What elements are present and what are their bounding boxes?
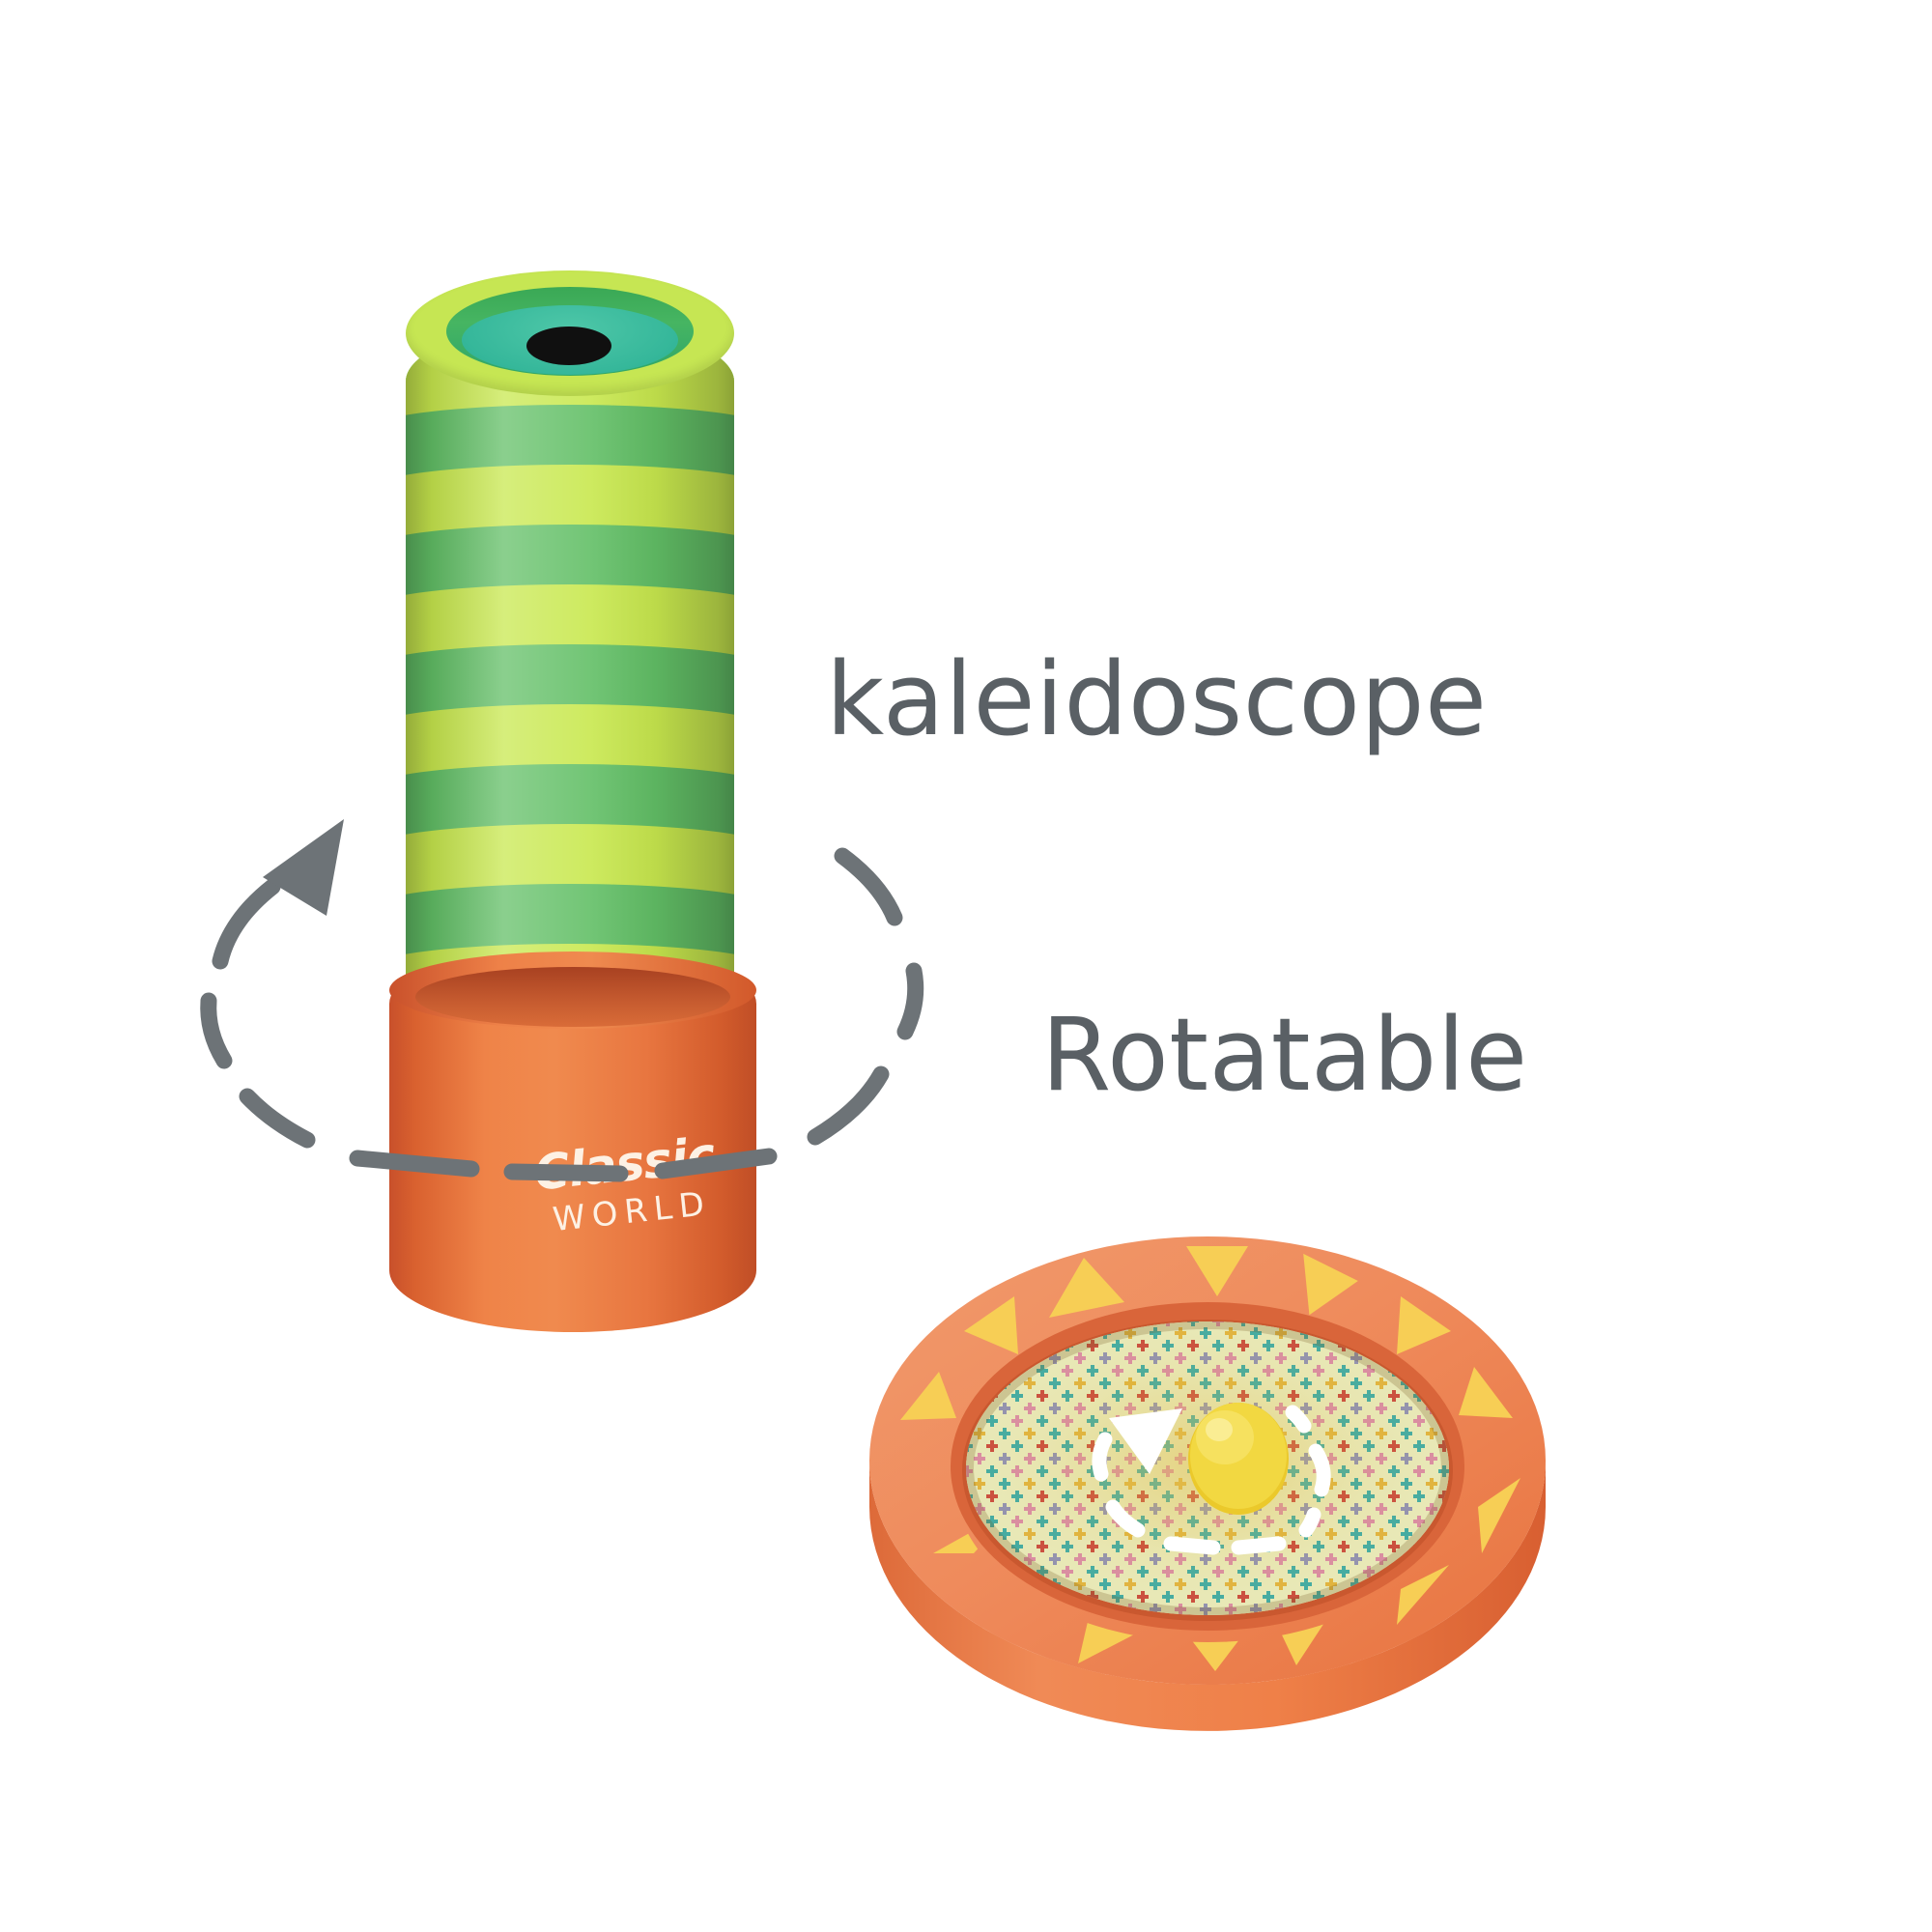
base-cavity <box>415 967 730 1027</box>
rotation-dash <box>834 847 903 926</box>
brand-logo: Classic WORLD <box>531 1127 721 1240</box>
rotation-dash <box>200 992 233 1069</box>
peephole-icon[interactable] <box>526 327 611 365</box>
rotation-dash <box>896 962 924 1040</box>
eyepiece-rim <box>406 270 734 396</box>
disc-rotation-arrow-icon <box>1092 1405 1331 1555</box>
rotation-dash <box>807 1065 890 1146</box>
label-kaleidoscope: kaleidoscope <box>826 640 1488 758</box>
rotation-dash <box>212 878 281 970</box>
label-rotatable: Rotatable <box>1041 996 1528 1114</box>
rotation-dash <box>239 1088 316 1149</box>
rotatable-disc[interactable] <box>860 1188 1555 1777</box>
kaleidoscope-base[interactable]: Classic WORLD <box>389 952 756 1357</box>
disc-rotation-arrowhead-icon <box>1109 1408 1182 1474</box>
disc-side-wall <box>869 1461 1546 1731</box>
rotation-arrowhead-icon <box>263 819 344 916</box>
tube-striped-body <box>406 324 734 1043</box>
kaleidoscope-tube[interactable] <box>406 270 734 1043</box>
disc-center-ball[interactable] <box>1188 1403 1289 1515</box>
